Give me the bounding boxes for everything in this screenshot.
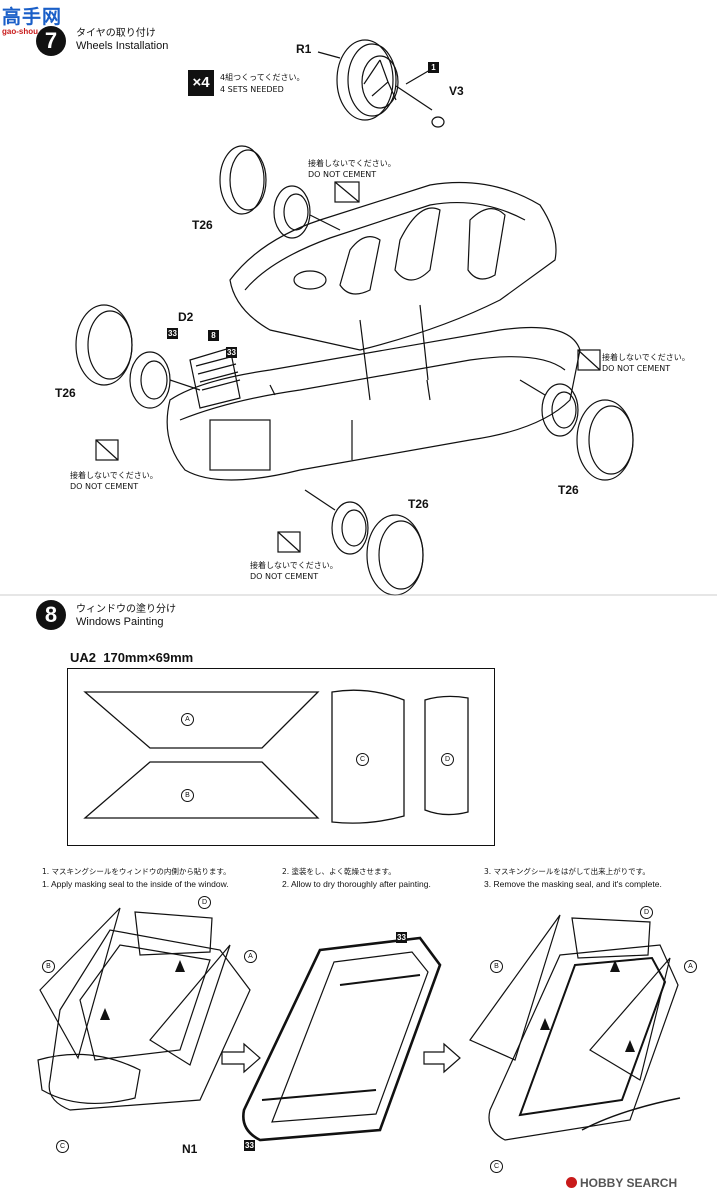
watermark: HOBBY SEARCH — [566, 1176, 677, 1190]
part-label-t26-c: T26 — [558, 483, 579, 497]
note-jp: 接着しないでください。 — [250, 561, 338, 570]
seal-sheet-label: UA2 170mm×69mm — [70, 650, 194, 665]
instruction-en: 3. Remove the masking seal, and it's com… — [484, 879, 662, 889]
note-en: DO NOT CEMENT — [70, 482, 139, 491]
masking-seal-sheet — [67, 668, 495, 846]
instruction-1: 1. マスキングシールをウィンドウの内側から貼ります。 1. Apply mas… — [42, 866, 272, 890]
note-jp: 接着しないでください。 — [602, 353, 690, 362]
note-jp: 接着しないでください。 — [70, 471, 158, 480]
seal-label-c: C — [356, 753, 369, 766]
part-number-1: 1 — [428, 62, 439, 73]
logo-url: gao-shou.net — [2, 27, 53, 36]
step7-title-jp: タイヤの取り付け — [76, 28, 156, 39]
part-label-t26-b: T26 — [55, 386, 76, 400]
part-label-d2: D2 — [178, 310, 194, 324]
step7-number: 7 — [36, 26, 66, 56]
diagram3-label-b: B — [490, 960, 503, 973]
step7-title-en: Wheels Installation — [76, 40, 169, 52]
diagram1-label-b: B — [42, 960, 55, 973]
seal-label-d: D — [441, 753, 454, 766]
instruction-3: 3. マスキングシールをはがして出来上がりです。 3. Remove the m… — [484, 866, 714, 890]
diagram1-label-c: C — [56, 1140, 69, 1153]
logo-text: 高手网 — [2, 6, 63, 28]
instruction-jp: 2. 塗装をし、よく乾燥させます。 — [282, 867, 396, 876]
step8-title-en: Windows Painting — [76, 616, 164, 628]
watermark-icon — [566, 1177, 577, 1188]
qty-badge: ×4 — [188, 70, 214, 96]
note-do-not-cement-4: 接着しないでください。 DO NOT CEMENT — [250, 560, 338, 582]
watermark-text: HOBBY SEARCH — [580, 1176, 678, 1190]
site-logo: 高手网 gao-shou.net — [2, 2, 74, 36]
diagram2-part-33-top: 33 — [396, 932, 407, 943]
note-do-not-cement-2: 接着しないでください。 DO NOT CEMENT — [602, 352, 690, 374]
instruction-2: 2. 塗装をし、よく乾燥させます。 2. Allow to dry thorou… — [282, 866, 472, 890]
diagram2-part-33-bottom: 33 — [244, 1140, 255, 1151]
instruction-jp: 1. マスキングシールをウィンドウの内側から貼ります。 — [42, 867, 231, 876]
step8-title-jp: ウィンドウの塗り分け — [76, 604, 176, 615]
part-label-t26-d: T26 — [408, 497, 429, 511]
diagram1-label-n1: N1 — [182, 1142, 198, 1156]
part-number-33-a: 33 — [167, 328, 178, 339]
diagram3-label-d: D — [640, 906, 653, 919]
note-jp: 接着しないでください。 — [308, 159, 396, 168]
step8-number: 8 — [36, 600, 66, 630]
note-en: DO NOT CEMENT — [250, 572, 319, 581]
part-label-r1: R1 — [296, 42, 312, 56]
diagram1-label-a: A — [244, 950, 257, 963]
instruction-en: 2. Allow to dry thoroughly after paintin… — [282, 879, 431, 889]
part-label-t26-a: T26 — [192, 218, 213, 232]
instruction-en: 1. Apply masking seal to the inside of t… — [42, 879, 229, 889]
diagram3-label-a: A — [684, 960, 697, 973]
note-do-not-cement-3: 接着しないでください。 DO NOT CEMENT — [70, 470, 158, 492]
seal-label-b: B — [181, 789, 194, 802]
part-number-33-b: 33 — [226, 347, 237, 358]
part-number-8: 8 — [208, 330, 219, 341]
diagram1-label-d: D — [198, 896, 211, 909]
qty-en: 4 SETS NEEDED — [220, 85, 284, 94]
part-label-v3: V3 — [449, 84, 464, 98]
diagram3-label-c: C — [490, 1160, 503, 1173]
note-do-not-cement-1: 接着しないでください。 DO NOT CEMENT — [308, 158, 396, 180]
seal-label-a: A — [181, 713, 194, 726]
qty-jp: 4組つくってください。 — [220, 73, 305, 82]
note-en: DO NOT CEMENT — [308, 170, 377, 179]
instruction-jp: 3. マスキングシールをはがして出来上がりです。 — [484, 867, 650, 876]
note-en: DO NOT CEMENT — [602, 364, 671, 373]
